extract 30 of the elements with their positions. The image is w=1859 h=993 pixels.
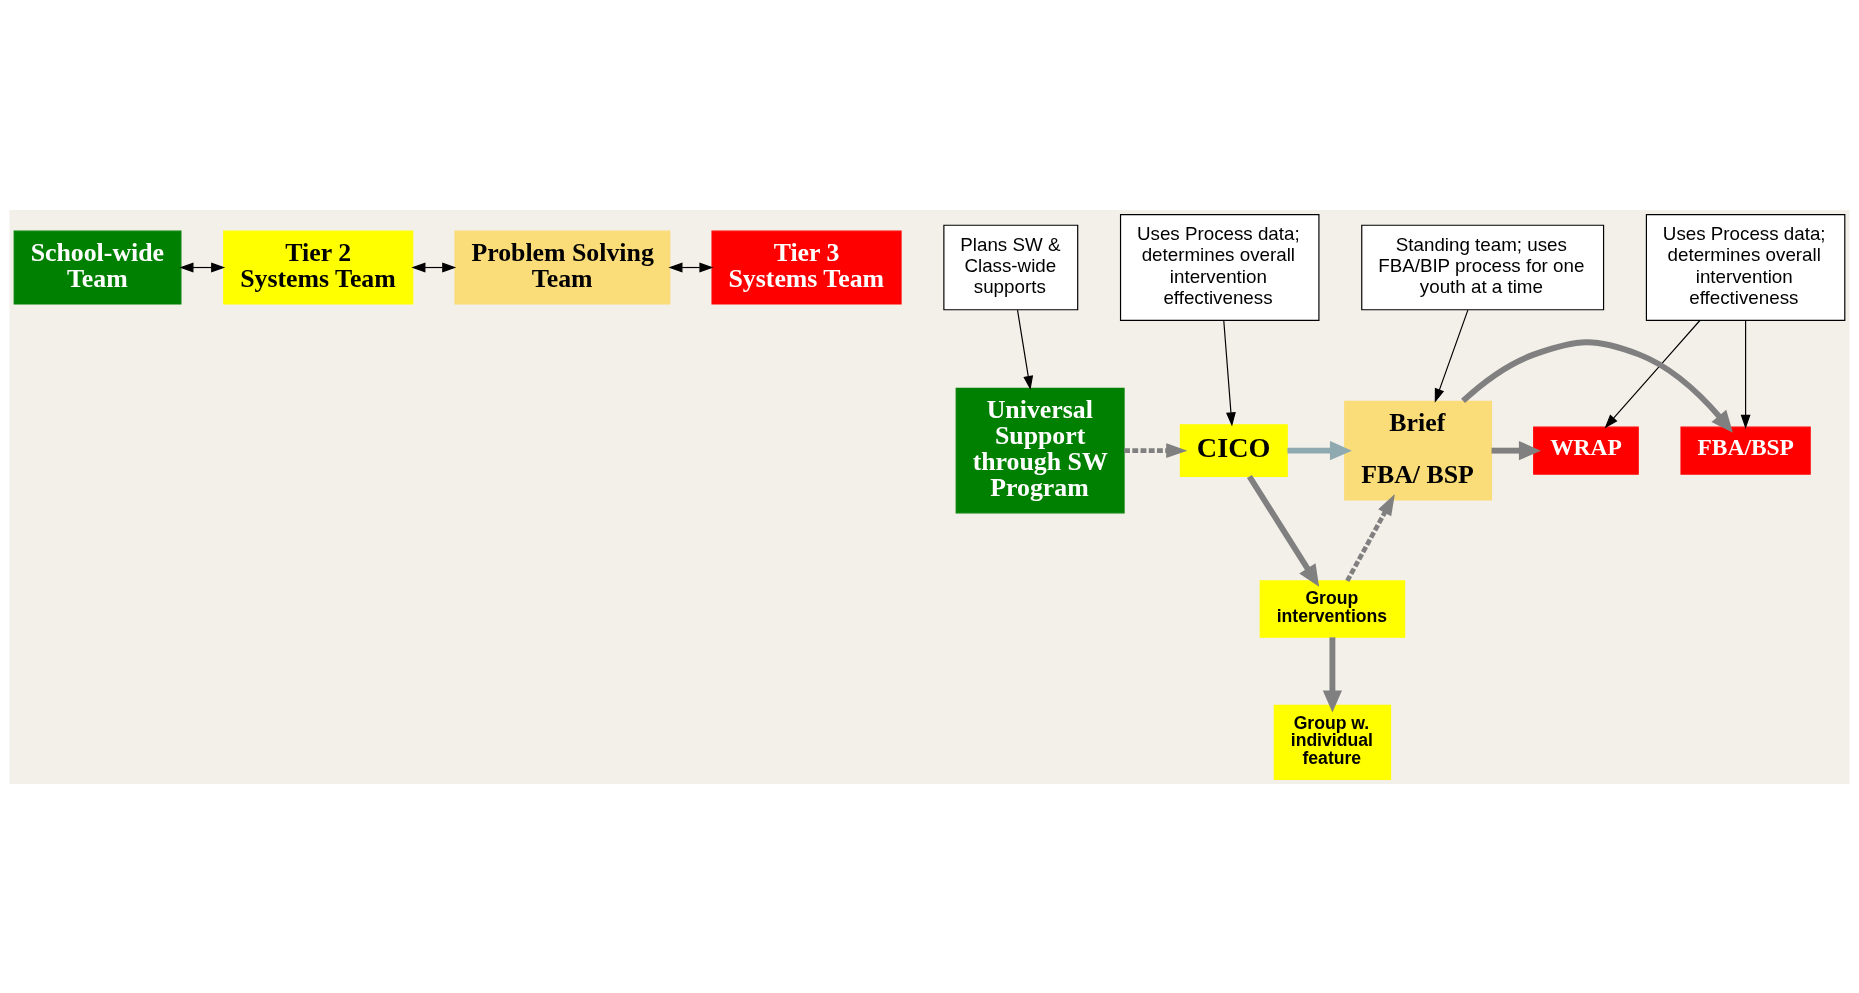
- arrow: [1491, 440, 1541, 460]
- arrow: [411, 262, 457, 272]
- arrow: [1287, 440, 1352, 460]
- node-box: FBA/BSP: [1680, 426, 1811, 475]
- node-box: Tier 3 Systems Team: [711, 230, 902, 304]
- node-box: Group interventions: [1259, 579, 1406, 638]
- arrow: [1223, 319, 1236, 426]
- node-box: Brief FBA/ BSP: [1344, 400, 1493, 500]
- node-box: Uses Process data; determines overall intervention effectiveness: [1119, 213, 1320, 321]
- arrow: [1246, 474, 1320, 587]
- arrow: [1740, 319, 1751, 429]
- node-box: Problem Solving Team: [454, 230, 671, 304]
- node-box: School-wide Team: [13, 230, 182, 304]
- node-box: Standing team; uses FBA/BIP process for one youth at a time: [1361, 224, 1605, 310]
- arrow: [1604, 319, 1701, 428]
- arrow: [179, 262, 226, 272]
- node-box: Group w. individual feature: [1273, 704, 1392, 780]
- arrow: [1434, 309, 1469, 403]
- arrow: [1461, 338, 1733, 433]
- node-box: CICO: [1179, 423, 1288, 477]
- arrow: [1322, 636, 1343, 712]
- node-box: Tier 2 Systems Team: [223, 230, 414, 304]
- node-box: Plans SW & Class-wide supports: [943, 224, 1079, 310]
- node-box: Universal Support through SW Program: [955, 387, 1125, 513]
- arrow: [1345, 493, 1395, 582]
- arrow: [1124, 442, 1188, 458]
- node-box: Uses Process data; determines overall intervention effectiveness: [1645, 213, 1846, 321]
- arrow: [668, 262, 714, 272]
- node-box: WRAP: [1533, 426, 1639, 475]
- arrow: [1016, 309, 1034, 390]
